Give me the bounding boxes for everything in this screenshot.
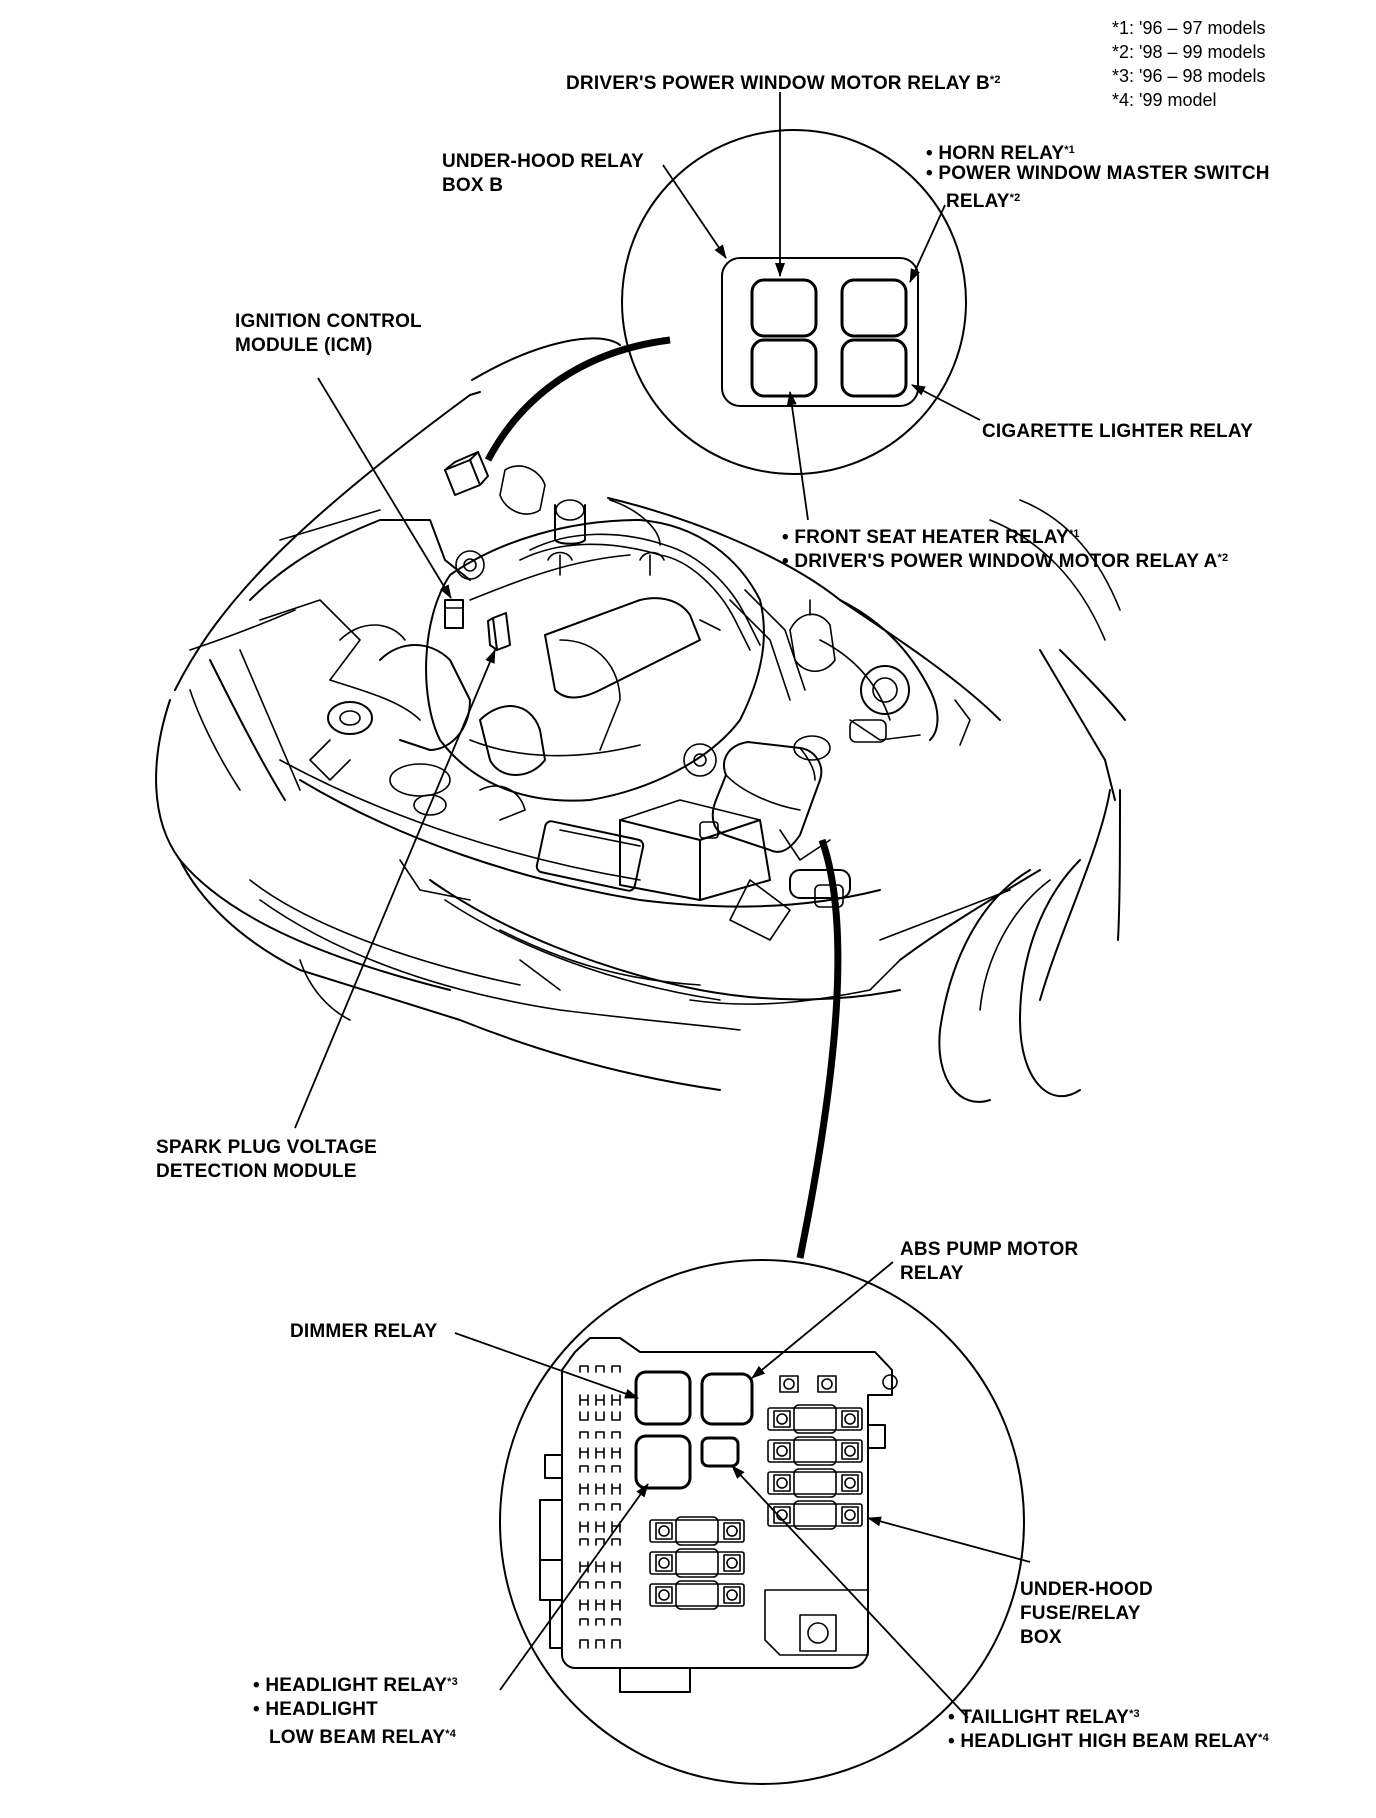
relay-box-b-housing [721, 257, 919, 407]
label-cigarette-lighter-relay: CIGARETTE LIGHTER RELAY [982, 421, 1253, 442]
maxi-fuse-array [649, 1404, 863, 1610]
relay-box-b-slot-bl [750, 338, 818, 398]
relay-box-b-inset [621, 129, 967, 475]
headlight-relay-slot [634, 1434, 692, 1490]
abs-pump-relay-slot [700, 1372, 754, 1426]
spark-plug-module-box [492, 612, 511, 651]
label-headlight-relay: • HEADLIGHT RELAY*3 • HEADLIGHT LOW BEAM… [253, 1675, 458, 1748]
relay-box-b-slot-br [840, 338, 908, 398]
icm-box [444, 599, 464, 629]
label-horn-relay: • HORN RELAY*1 [926, 143, 1076, 164]
taillight-relay-slot [700, 1436, 740, 1468]
bottom-inset-connector [796, 838, 842, 1259]
leader-lines [294, 92, 1031, 1719]
label-icm: IGNITION CONTROL MODULE (ICM) [235, 311, 422, 356]
label-spark-plug-module: SPARK PLUG VOLTAGE DETECTION MODULE [156, 1137, 378, 1182]
relay-box-b-slot-tr [840, 278, 908, 338]
label-abs-pump-motor-relay: ABS PUMP MOTOR RELAY [900, 1239, 1079, 1284]
label-dimmer-relay: DIMMER RELAY [290, 1321, 438, 1342]
car-engine-bay [155, 337, 1126, 1103]
note-4: *4: '99 model [1112, 90, 1217, 110]
label-drivers-pw-relay-a: • DRIVER'S POWER WINDOW MOTOR RELAY A*2 [782, 551, 1229, 572]
dimmer-relay-slot [634, 1370, 692, 1426]
note-1: *1: '96 – 97 models [1112, 18, 1266, 38]
note-2: *2: '98 – 99 models [1112, 42, 1266, 62]
label-taillight-relay: • TAILLIGHT RELAY*3 [948, 1707, 1140, 1728]
model-year-notes: *1: '96 – 97 models *2: '98 – 99 models … [1112, 16, 1266, 112]
label-front-seat-heater-relay: • FRONT SEAT HEATER RELAY*1 [782, 527, 1080, 548]
car-fuse-box [711, 741, 823, 853]
note-3: *3: '96 – 98 models [1112, 66, 1266, 86]
label-drivers-pw-relay-b: DRIVER'S POWER WINDOW MOTOR RELAY B*2 [566, 73, 1001, 94]
label-underhood-relay-box-b: UNDER-HOOD RELAY BOX B [442, 151, 645, 196]
label-power-window-master-switch: • POWER WINDOW MASTER SWITCH RELAY*2 [926, 163, 1270, 212]
label-headlight-high-beam-relay: • HEADLIGHT HIGH BEAM RELAY*4 [948, 1731, 1269, 1752]
relay-box-b-slot-tl [750, 278, 818, 338]
top-inset-connector [484, 336, 671, 462]
fuse-relay-box-inset [499, 1259, 1025, 1785]
fuse-box-housing [561, 1337, 893, 1669]
label-underhood-fuse-relay-box: UNDER-HOOD FUSE/RELAY BOX [1020, 1579, 1153, 1648]
mini-fuse-array [579, 1365, 621, 1649]
